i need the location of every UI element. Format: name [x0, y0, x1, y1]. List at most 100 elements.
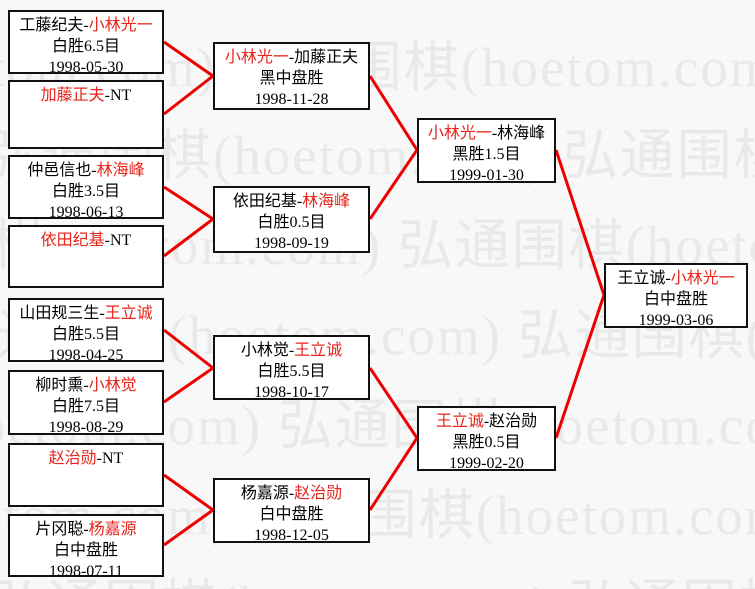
matchup-line: 赵治勋-NT: [10, 448, 162, 469]
connector-line: [554, 149, 606, 296]
match-box-r1-m8: 片冈聪-杨嘉源 白中盘胜 1998-07-11: [8, 514, 164, 580]
separator: -: [665, 270, 671, 287]
date-line: 1998-06-13: [48, 204, 124, 221]
player-name: NT: [110, 87, 132, 104]
match-box-r1-m6: 柳时熏-小林觉 白胜7.5目 1998-08-29: [8, 370, 164, 436]
result-line: 黑胜0.5目: [452, 434, 521, 451]
winner-name: 加藤正夫: [40, 87, 105, 104]
match-box-r2-m3: 小林觉-王立诚 白胜5.5目 1998-10-17: [213, 335, 370, 401]
connector-line: [163, 473, 214, 512]
connector-line: [163, 185, 214, 221]
match-box-final: 王立诚-小林光一 白中盘胜 1999-03-06: [604, 263, 748, 329]
winner-name: 王立诚: [104, 305, 153, 322]
connector-line: [554, 294, 606, 439]
winner-name: 赵治勋: [294, 485, 343, 502]
winner-name: 小林光一: [427, 125, 492, 142]
date-line: 1998-11-28: [254, 91, 329, 108]
result-line: 白中盘胜: [259, 506, 324, 523]
separator: -: [288, 49, 295, 66]
connector-line: [163, 508, 214, 547]
connector-line: [163, 74, 214, 116]
separator: -: [96, 450, 102, 467]
separator: -: [104, 232, 110, 249]
result-line: 黑中盘胜: [259, 70, 324, 87]
matchup-line: 王立诚-赵治勋: [419, 411, 554, 432]
result-line: 黑胜1.5目: [452, 146, 521, 163]
matchup-line: 依田纪基-NT: [10, 230, 162, 251]
player-name: 加藤正夫: [294, 49, 359, 66]
match-box-r1-m3: 仲邑信也-林海峰 白胜3.5目 1998-06-13: [8, 155, 164, 221]
player-name: 杨嘉源: [240, 485, 289, 502]
matchup-line: 王立诚-小林光一: [606, 268, 746, 289]
connector-line: [368, 149, 419, 220]
winner-name: 赵治勋: [48, 450, 97, 467]
separator: -: [83, 377, 89, 394]
date-line: 1999-01-30: [449, 167, 524, 184]
player-name: 工藤纪夫: [19, 17, 84, 34]
match-box-r1-m2: 加藤正夫-NT: [8, 80, 164, 149]
player-name: 王立诚: [617, 270, 666, 287]
result-line: 白胜5.5目: [257, 363, 326, 380]
result-line: 白胜6.5目: [51, 38, 120, 55]
matchup-line: 工藤纪夫-小林光一: [10, 15, 162, 36]
match-box-r2-m4: 杨嘉源-赵治勋 白中盘胜 1998-12-05: [213, 478, 370, 544]
matchup-line: 山田规三生-王立诚: [10, 303, 162, 324]
separator: -: [296, 193, 303, 210]
separator: -: [83, 521, 89, 538]
player-name: 柳时熏: [35, 377, 84, 394]
result-line: 白中盘胜: [53, 542, 118, 559]
connector-line: [163, 366, 214, 404]
date-line: 1998-07-11: [48, 563, 124, 580]
matchup-line: 小林光一-加藤正夫: [215, 47, 368, 68]
date-line: 1998-09-19: [254, 235, 329, 252]
winner-name: 王立诚: [294, 342, 343, 359]
matchup-line: 小林光一-林海峰: [419, 123, 554, 144]
winner-name: 小林光一: [88, 17, 153, 34]
match-box-r2-m1: 小林光一-加藤正夫 黑中盘胜 1998-11-28: [213, 42, 370, 110]
match-box-sf-m2: 王立诚-赵治勋 黑胜0.5目 1999-02-20: [417, 406, 556, 472]
match-box-r2-m2: 依田纪基-林海峰 白胜0.5目 1998-09-19: [213, 186, 370, 253]
separator: -: [483, 413, 490, 430]
matchup-line: 依田纪基-林海峰: [215, 191, 368, 212]
matchup-line: 加藤正夫-NT: [10, 85, 162, 106]
result-line: 白胜5.5目: [51, 326, 120, 343]
winner-name: 林海峰: [96, 162, 145, 179]
result-line: 白中盘胜: [643, 291, 708, 308]
player-name: 片冈聪: [35, 521, 84, 538]
player-name: 林海峰: [497, 125, 546, 142]
date-line: 1998-05-30: [48, 59, 124, 76]
winner-name: 小林觉: [88, 377, 137, 394]
player-name: NT: [102, 450, 124, 467]
date-line: 1998-08-29: [48, 419, 124, 436]
winner-name: 杨嘉源: [88, 521, 137, 538]
date-line: 1999-03-06: [638, 312, 714, 329]
watermark-text: 弘通围棋(hoetom.com) 弘通围棋(hoetom.com): [0, 578, 755, 589]
separator: -: [91, 162, 97, 179]
connector-line: [368, 367, 419, 439]
match-box-r1-m5: 山田规三生-王立诚 白胜5.5目 1998-04-25: [8, 298, 164, 364]
winner-name: 小林光一: [670, 270, 735, 287]
separator: -: [83, 17, 89, 34]
player-name: 山田规三生: [19, 305, 100, 322]
separator: -: [99, 305, 105, 322]
connector-line: [163, 217, 214, 258]
matchup-line: 杨嘉源-赵治勋: [215, 483, 368, 504]
match-box-sf-m1: 小林光一-林海峰 黑胜1.5目 1999-01-30: [417, 118, 556, 184]
match-box-r1-m1: 工藤纪夫-小林光一 白胜6.5目 1998-05-30: [8, 10, 164, 76]
connector-line: [163, 328, 214, 370]
separator: -: [491, 125, 498, 142]
connector-line: [368, 75, 419, 151]
separator: -: [104, 87, 110, 104]
player-name: 小林觉: [240, 342, 289, 359]
winner-name: 王立诚: [435, 413, 484, 430]
matchup-line: 片冈聪-杨嘉源: [10, 519, 162, 540]
winner-name: 林海峰: [302, 193, 351, 210]
player-name: 依田纪基: [232, 193, 297, 210]
connector-line: [163, 40, 214, 78]
date-line: 1998-10-17: [254, 384, 329, 401]
player-name: 仲邑信也: [27, 162, 92, 179]
result-line: 白胜0.5目: [257, 214, 326, 231]
date-line: 1998-12-05: [254, 527, 329, 544]
